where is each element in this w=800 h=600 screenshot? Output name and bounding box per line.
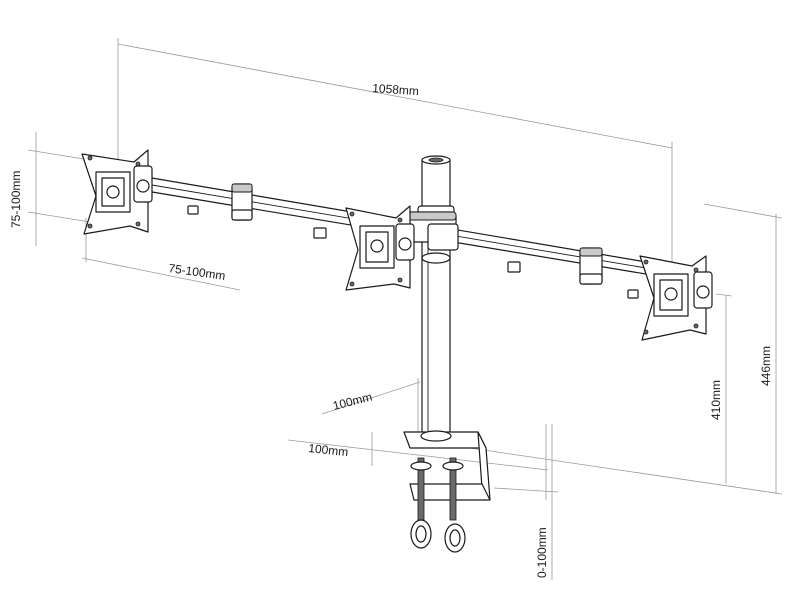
- label-clamp-width: 100mm: [308, 441, 349, 459]
- label-clamp-depth: 100mm: [331, 390, 373, 413]
- vesa-plate-right: [639, 255, 713, 341]
- label-vesa-horizontal: 75-100mm: [168, 261, 227, 283]
- label-total-height: 446mm: [759, 346, 773, 386]
- label-vesa-vertical: 75-100mm: [9, 171, 23, 228]
- label-arm-height: 410mm: [709, 380, 723, 420]
- arm-slider-left: [231, 183, 253, 221]
- pole: [417, 155, 455, 439]
- label-clamp-range: 0-100mm: [535, 527, 549, 578]
- vesa-plate-center: [345, 205, 415, 291]
- desk-clamp: [403, 430, 491, 553]
- vesa-plate-left: [81, 149, 153, 235]
- arm-slider-right: [579, 247, 603, 285]
- label-total-width: 1058mm: [372, 81, 420, 98]
- dimension-lines: [27, 38, 783, 580]
